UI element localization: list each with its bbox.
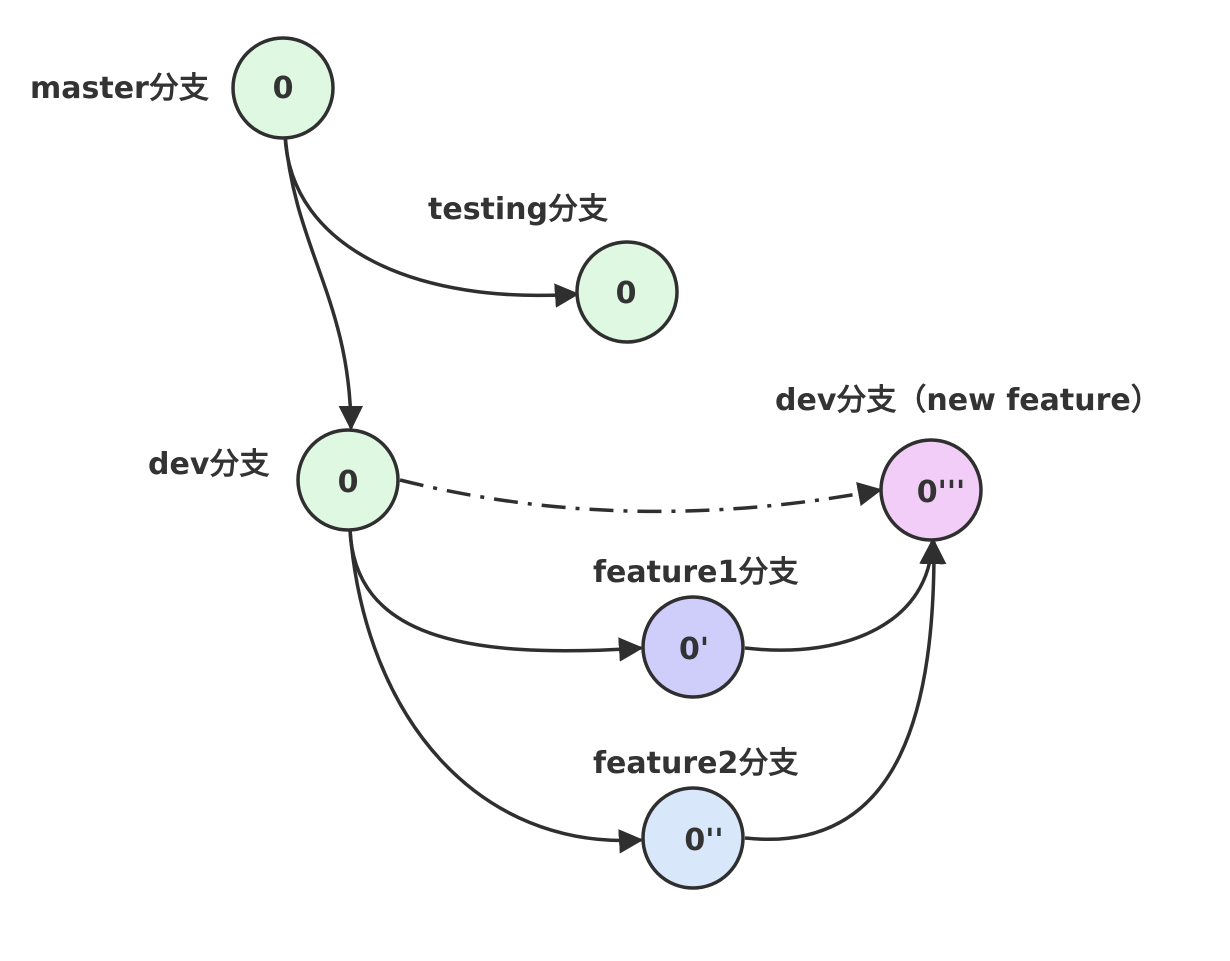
node-master-value: 0 — [273, 71, 294, 106]
edge-master-to-dev — [283, 134, 364, 431]
node-master: 0 — [231, 36, 335, 140]
label-dev-new: dev分支（new feature） — [775, 383, 1161, 418]
edge-dev-to-feature2 — [348, 529, 644, 854]
label-feature2: feature2分支 — [593, 746, 798, 781]
node-feature2: 0'' — [641, 786, 745, 890]
label-testing: testing分支 — [428, 192, 608, 227]
edge-feature2-to-devnew — [744, 539, 947, 842]
node-dev-value: 0 — [338, 465, 359, 500]
edge-feature1-to-devnew — [744, 539, 944, 652]
node-feature2-value: 0'' — [684, 823, 723, 858]
node-dev: 0 — [296, 428, 400, 532]
node-dev-new: 0''' — [879, 438, 983, 542]
node-dev-new-value: 0''' — [917, 475, 965, 510]
node-feature1-value: 0' — [679, 632, 709, 667]
node-testing: 0 — [575, 240, 679, 344]
edge-dev-to-feature1 — [348, 529, 644, 662]
node-feature1: 0' — [641, 595, 745, 699]
label-feature1: feature1分支 — [593, 555, 798, 590]
label-dev: dev分支 — [148, 447, 269, 482]
edge-dev-to-devnew — [399, 478, 883, 514]
node-testing-value: 0 — [616, 276, 637, 311]
label-master: master分支 — [30, 71, 209, 106]
edge-master-to-testing — [283, 134, 580, 308]
